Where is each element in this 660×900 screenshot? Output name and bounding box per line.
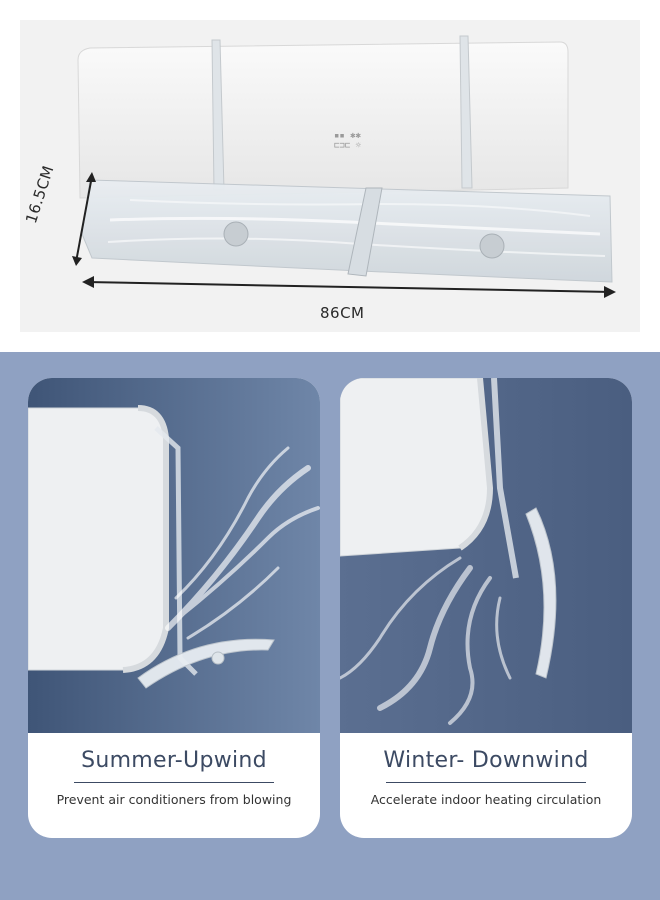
winter-downwind-card: Winter- Downwind Accelerate indoor heati…: [340, 378, 632, 838]
deflector-blade: [137, 638, 275, 689]
winter-downwind-scene: [340, 378, 632, 733]
usage-modes-panel: Summer-Upwind Prevent air conditioners f…: [0, 352, 660, 900]
summer-upwind-scene: [28, 378, 320, 733]
deflector-bracket: [491, 378, 519, 579]
winter-downwind-title: Winter- Downwind: [383, 748, 589, 773]
product-dimension-panel: ▪▪ ✱✱ ⊏⊐⊏ ☼ 16.5CM 86CM: [20, 20, 640, 332]
height-dimension-arrow: [75, 175, 93, 263]
air-conditioner-deflector-illustration: ▪▪ ✱✱ ⊏⊐⊏ ☼: [72, 35, 616, 298]
knob-left: [223, 221, 249, 247]
width-dimension-arrow: [85, 281, 613, 293]
airflow-swirls: [165, 446, 320, 640]
deflector-blade: [525, 507, 557, 679]
deflector-bracket: [154, 426, 198, 676]
summer-upwind-card: Summer-Upwind Prevent air conditioners f…: [28, 378, 320, 838]
winter-downwind-subtitle: Accelerate indoor heating circulation: [370, 792, 602, 807]
ac-unit-side: [28, 407, 167, 671]
knob-right: [479, 233, 505, 259]
width-dimension-label: 86CM: [320, 304, 365, 322]
svg-text:⊏⊐⊏ ☼: ⊏⊐⊏ ☼: [334, 141, 362, 151]
ac-unit-side: [340, 378, 491, 557]
airflow-swirls: [340, 556, 512, 725]
ac-unit-body: [77, 41, 569, 199]
mount-strap-right: [459, 35, 473, 189]
center-clip: [347, 187, 383, 277]
ac-display-icons: ▪▪ ✱✱: [334, 131, 362, 141]
winter-title-divider: [386, 782, 586, 783]
summer-upwind-title: Summer-Upwind: [81, 748, 267, 773]
summer-title-divider: [74, 782, 274, 783]
summer-upwind-subtitle: Prevent air conditioners from blowing: [56, 792, 292, 807]
